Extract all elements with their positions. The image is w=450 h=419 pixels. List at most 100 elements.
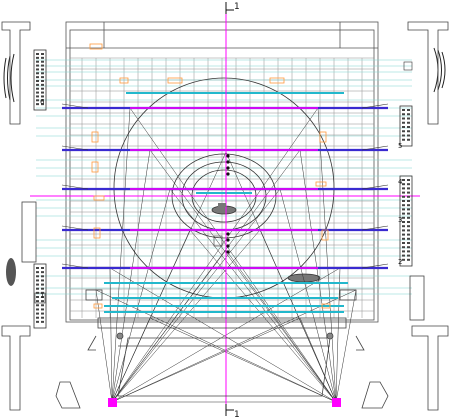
fixture: [319, 131, 327, 143]
rig-ray: [149, 149, 337, 403]
rig-point: [226, 232, 230, 236]
panel-slot: [36, 279, 39, 282]
rig-point: [226, 238, 230, 242]
row-number-6: 6: [40, 98, 45, 106]
panel-slot: [402, 208, 405, 211]
rig-box: [213, 235, 223, 247]
panel-slot: [402, 117, 405, 120]
section-label-top: 1: [234, 2, 240, 12]
row-number-1: 1: [40, 292, 44, 300]
section-label-bottom: 1: [234, 410, 240, 419]
rig-point: [226, 250, 230, 254]
panel-box: [403, 61, 413, 71]
panel-slot: [407, 212, 410, 215]
panel-slot: [36, 283, 39, 286]
panel-slot: [36, 60, 39, 63]
panel-slot: [402, 216, 405, 219]
orange-fixtures: [89, 43, 331, 309]
panel-slot: [41, 320, 44, 323]
panel-slot: [407, 109, 410, 111]
panel-slot: [41, 316, 44, 319]
panel-slot: [407, 237, 410, 240]
panel-slot: [407, 246, 410, 249]
panel-slot: [36, 95, 39, 98]
panel-slot: [407, 117, 410, 120]
batten-bracket: [361, 103, 389, 109]
panel-slot: [402, 242, 405, 244]
panel-slot: [41, 308, 44, 311]
panel-slot: [41, 53, 44, 55]
panel-box: [34, 292, 46, 304]
panel-slot: [41, 275, 44, 278]
panel-slot: [402, 204, 405, 207]
panel-slot: [407, 179, 410, 181]
panel-slot: [41, 56, 44, 59]
rig-ray: [299, 317, 337, 403]
corner-columns: [1, 21, 449, 411]
rig-ray: [111, 149, 151, 403]
batten-bracket: [61, 103, 89, 109]
rig-ray: [335, 267, 341, 403]
panel-slot: [407, 250, 410, 253]
batten-pipes: [61, 103, 389, 270]
speaker-right: [433, 47, 446, 93]
panel-slot: [36, 56, 39, 59]
panel-slot: [36, 53, 39, 55]
panel-slot: [36, 83, 39, 86]
panel-frame: [33, 49, 47, 111]
panel-slot: [36, 316, 39, 319]
fixture: [321, 229, 329, 241]
panel-slot: [41, 87, 44, 90]
panel-slot: [402, 109, 405, 111]
panel-slot: [407, 134, 410, 137]
panel-slot: [407, 130, 410, 133]
panel-slot: [402, 195, 405, 198]
speaker-left: [3, 53, 15, 103]
panel-slot: [407, 258, 410, 261]
panel-slot: [36, 271, 39, 274]
panel-slot: [36, 103, 39, 106]
panel-slot: [41, 103, 44, 106]
panel-slot: [36, 64, 39, 67]
panel-slot: [402, 126, 405, 128]
rig-ray: [111, 188, 171, 403]
panel-slot: [402, 254, 405, 257]
panel-slot: [407, 221, 410, 223]
panel-slot: [407, 208, 410, 211]
panel-slot: [36, 300, 39, 303]
fixture: [93, 195, 105, 201]
panel-slot: [402, 237, 405, 240]
panel-slot: [402, 138, 405, 141]
rig-point: [226, 172, 230, 176]
panel-slot: [41, 304, 44, 307]
panel-slot: [402, 233, 405, 236]
batten-bracket: [61, 263, 89, 269]
panel-slot: [41, 300, 44, 303]
rig-ray: [169, 188, 337, 403]
panel-slot: [41, 80, 44, 82]
fixture: [167, 77, 183, 84]
row-number-3: 3: [398, 216, 402, 224]
cyan-battens: [104, 92, 348, 313]
panel-slot: [407, 113, 410, 116]
batten-bracket: [361, 184, 389, 190]
fixture: [91, 161, 99, 173]
panel-slot: [36, 87, 39, 90]
panel-slot: [41, 68, 44, 71]
row-number-5: 5: [398, 142, 402, 150]
panel-slot: [407, 233, 410, 236]
panel-slot: [402, 225, 405, 228]
section-marker-bottom: 1: [225, 404, 240, 419]
rig-ray: [111, 107, 131, 403]
panel-slot: [407, 229, 410, 232]
rig-ray: [335, 289, 357, 403]
panel-slot: [402, 246, 405, 249]
panel-slot: [407, 183, 410, 186]
side-control-panels: [33, 49, 413, 329]
panel-slot: [407, 254, 410, 257]
batten-bracket: [61, 145, 89, 151]
rig-ray: [111, 317, 151, 403]
panel-slot: [36, 267, 39, 269]
rig-ray: [111, 317, 301, 403]
panel-slot: [407, 200, 410, 202]
